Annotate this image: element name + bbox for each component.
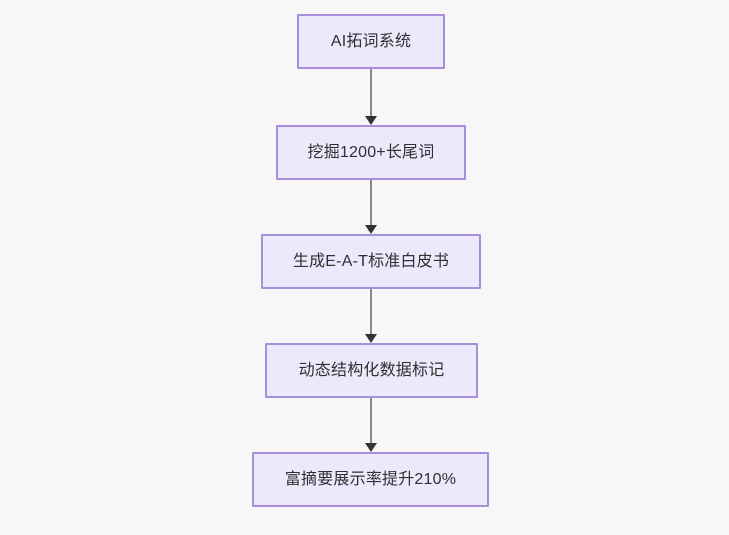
flow-node-generate-eat-whitepaper[interactable]: 生成E-A-T标准白皮书: [261, 234, 481, 289]
flow-node-mine-longtail-keywords[interactable]: 挖掘1200+长尾词: [276, 125, 466, 180]
flow-node-ai-keyword-system[interactable]: AI拓词系统: [297, 14, 445, 69]
flow-node-label: AI拓词系统: [330, 32, 412, 50]
flow-node-label: 富摘要展示率提升210%: [284, 470, 457, 488]
arrowhead-1: [365, 116, 377, 125]
arrowhead-2: [365, 225, 377, 234]
flow-node-label: 生成E-A-T标准白皮书: [292, 252, 450, 270]
arrowhead-3: [365, 334, 377, 343]
flow-node-rich-snippet-impression-lift[interactable]: 富摘要展示率提升210%: [252, 452, 489, 507]
connector-line-3: [370, 288, 372, 334]
flow-node-dynamic-structured-data-markup[interactable]: 动态结构化数据标记: [265, 343, 478, 398]
flow-node-label: 动态结构化数据标记: [298, 361, 445, 379]
arrowhead-4: [365, 443, 377, 452]
flow-node-label: 挖掘1200+长尾词: [307, 143, 435, 161]
connector-line-4: [370, 398, 372, 443]
connector-line-2: [370, 180, 372, 225]
connector-line-1: [370, 69, 372, 116]
